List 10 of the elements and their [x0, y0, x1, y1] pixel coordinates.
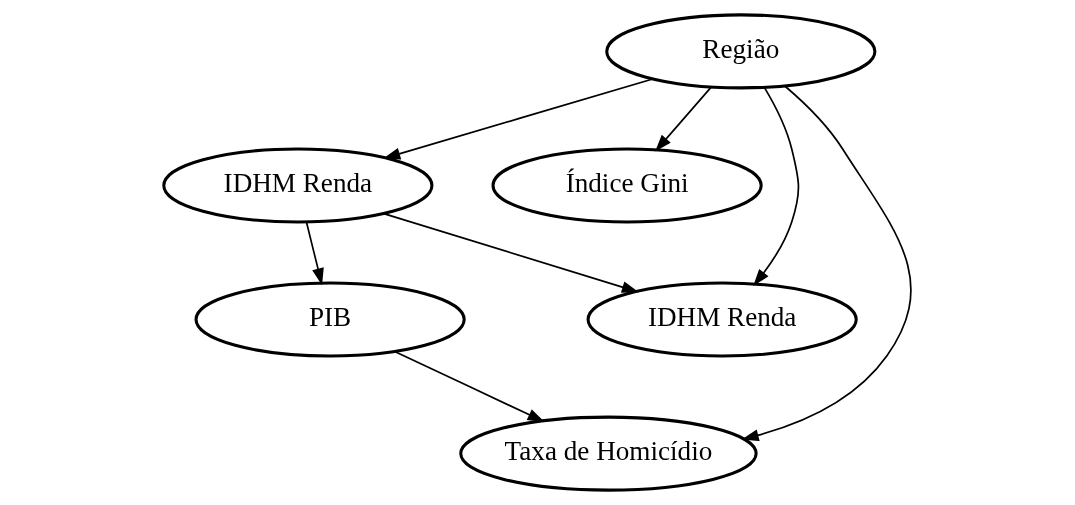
node-ellipse: Região	[605, 13, 877, 90]
arrow	[393, 350, 545, 422]
arrow	[382, 212, 639, 293]
arrow	[741, 85, 912, 441]
node-ellipse: PIB	[194, 281, 466, 358]
arrow	[305, 221, 324, 286]
arrow	[753, 86, 800, 286]
arrow	[655, 86, 712, 152]
arrow	[383, 78, 654, 160]
node-ellipse: Índice Gini	[491, 147, 763, 224]
